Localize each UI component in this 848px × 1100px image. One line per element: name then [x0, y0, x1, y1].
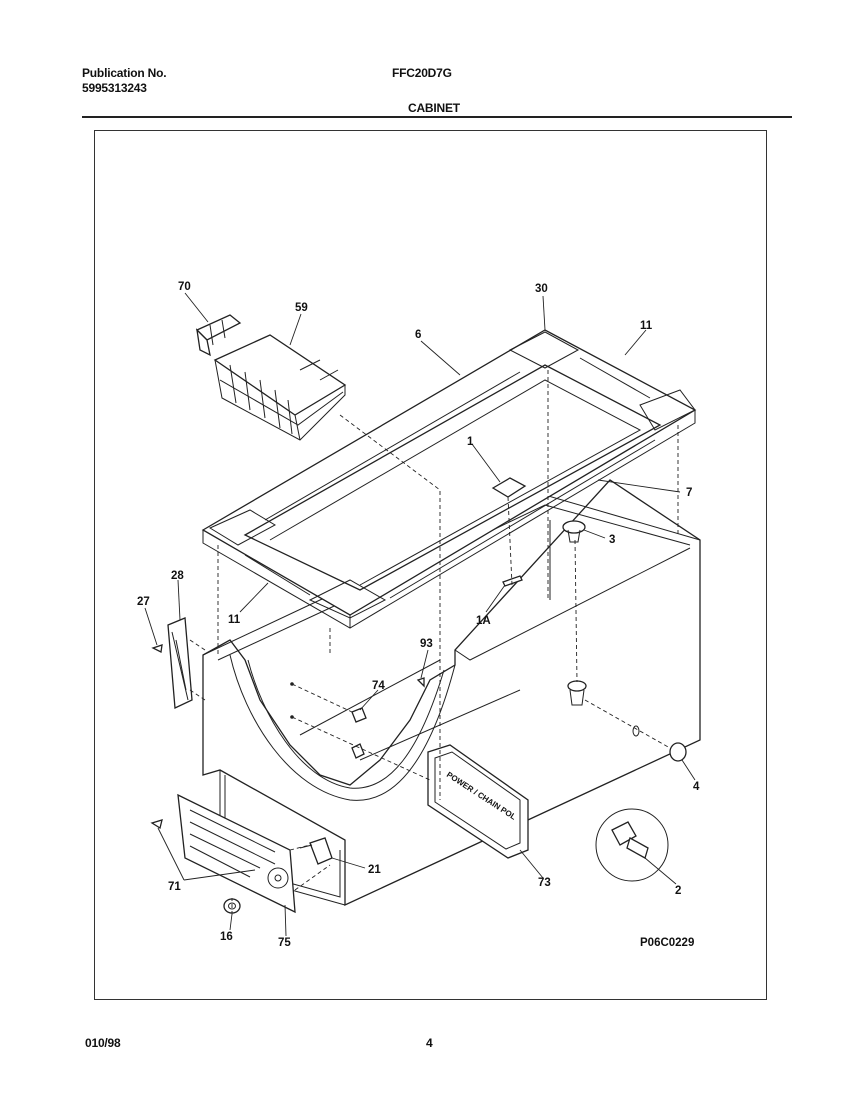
publication-number: 5995313243: [82, 81, 147, 95]
callout-30: 30: [535, 283, 548, 295]
footer-date: 010/98: [85, 1036, 121, 1050]
grille: [150, 793, 296, 914]
callout-1a: 1A: [476, 615, 491, 627]
lid-frame: [201, 329, 697, 629]
callout-75: 75: [278, 937, 291, 949]
drain-cap: [562, 520, 687, 762]
page-number: 4: [426, 1036, 433, 1050]
basket: [213, 334, 347, 441]
drain-detail: [595, 808, 669, 882]
alignment-lines: [189, 370, 679, 915]
callout-11-bottom: 11: [228, 614, 241, 626]
callout-70: 70: [178, 281, 191, 293]
callouts: 70 59 6 30 11 1 7 3 28 27 11 1A 93 74 4 …: [137, 281, 700, 949]
callout-16: 16: [220, 931, 233, 943]
callout-59: 59: [295, 302, 308, 314]
component-block: [299, 837, 333, 865]
callout-28: 28: [171, 570, 184, 582]
header-rule: [82, 116, 792, 118]
drawing-code: P06C0229: [640, 937, 694, 949]
callout-7: 7: [686, 487, 692, 499]
callout-27: 27: [137, 596, 150, 608]
callout-4: 4: [693, 781, 700, 793]
section-title: CABINET: [408, 101, 460, 115]
callout-93: 93: [420, 638, 433, 650]
hinge-assembly: [151, 617, 193, 709]
cabinet-body: [202, 479, 701, 907]
callout-2: 2: [675, 885, 681, 897]
callout-73: 73: [538, 877, 551, 889]
callout-71: 71: [168, 881, 181, 893]
callout-3: 3: [609, 534, 615, 546]
callout-21: 21: [368, 864, 381, 876]
leader-lines: [144, 292, 696, 937]
callout-11-top: 11: [640, 320, 653, 332]
model-number: FFC20D7G: [392, 66, 452, 80]
basket-clip: [195, 314, 242, 357]
publication-label: Publication No.: [82, 66, 167, 80]
fasteners: [290, 575, 523, 759]
diagram-frame: [94, 130, 767, 1000]
callout-6: 6: [415, 329, 421, 341]
callout-74: 74: [372, 680, 385, 692]
callout-1: 1: [467, 436, 474, 448]
